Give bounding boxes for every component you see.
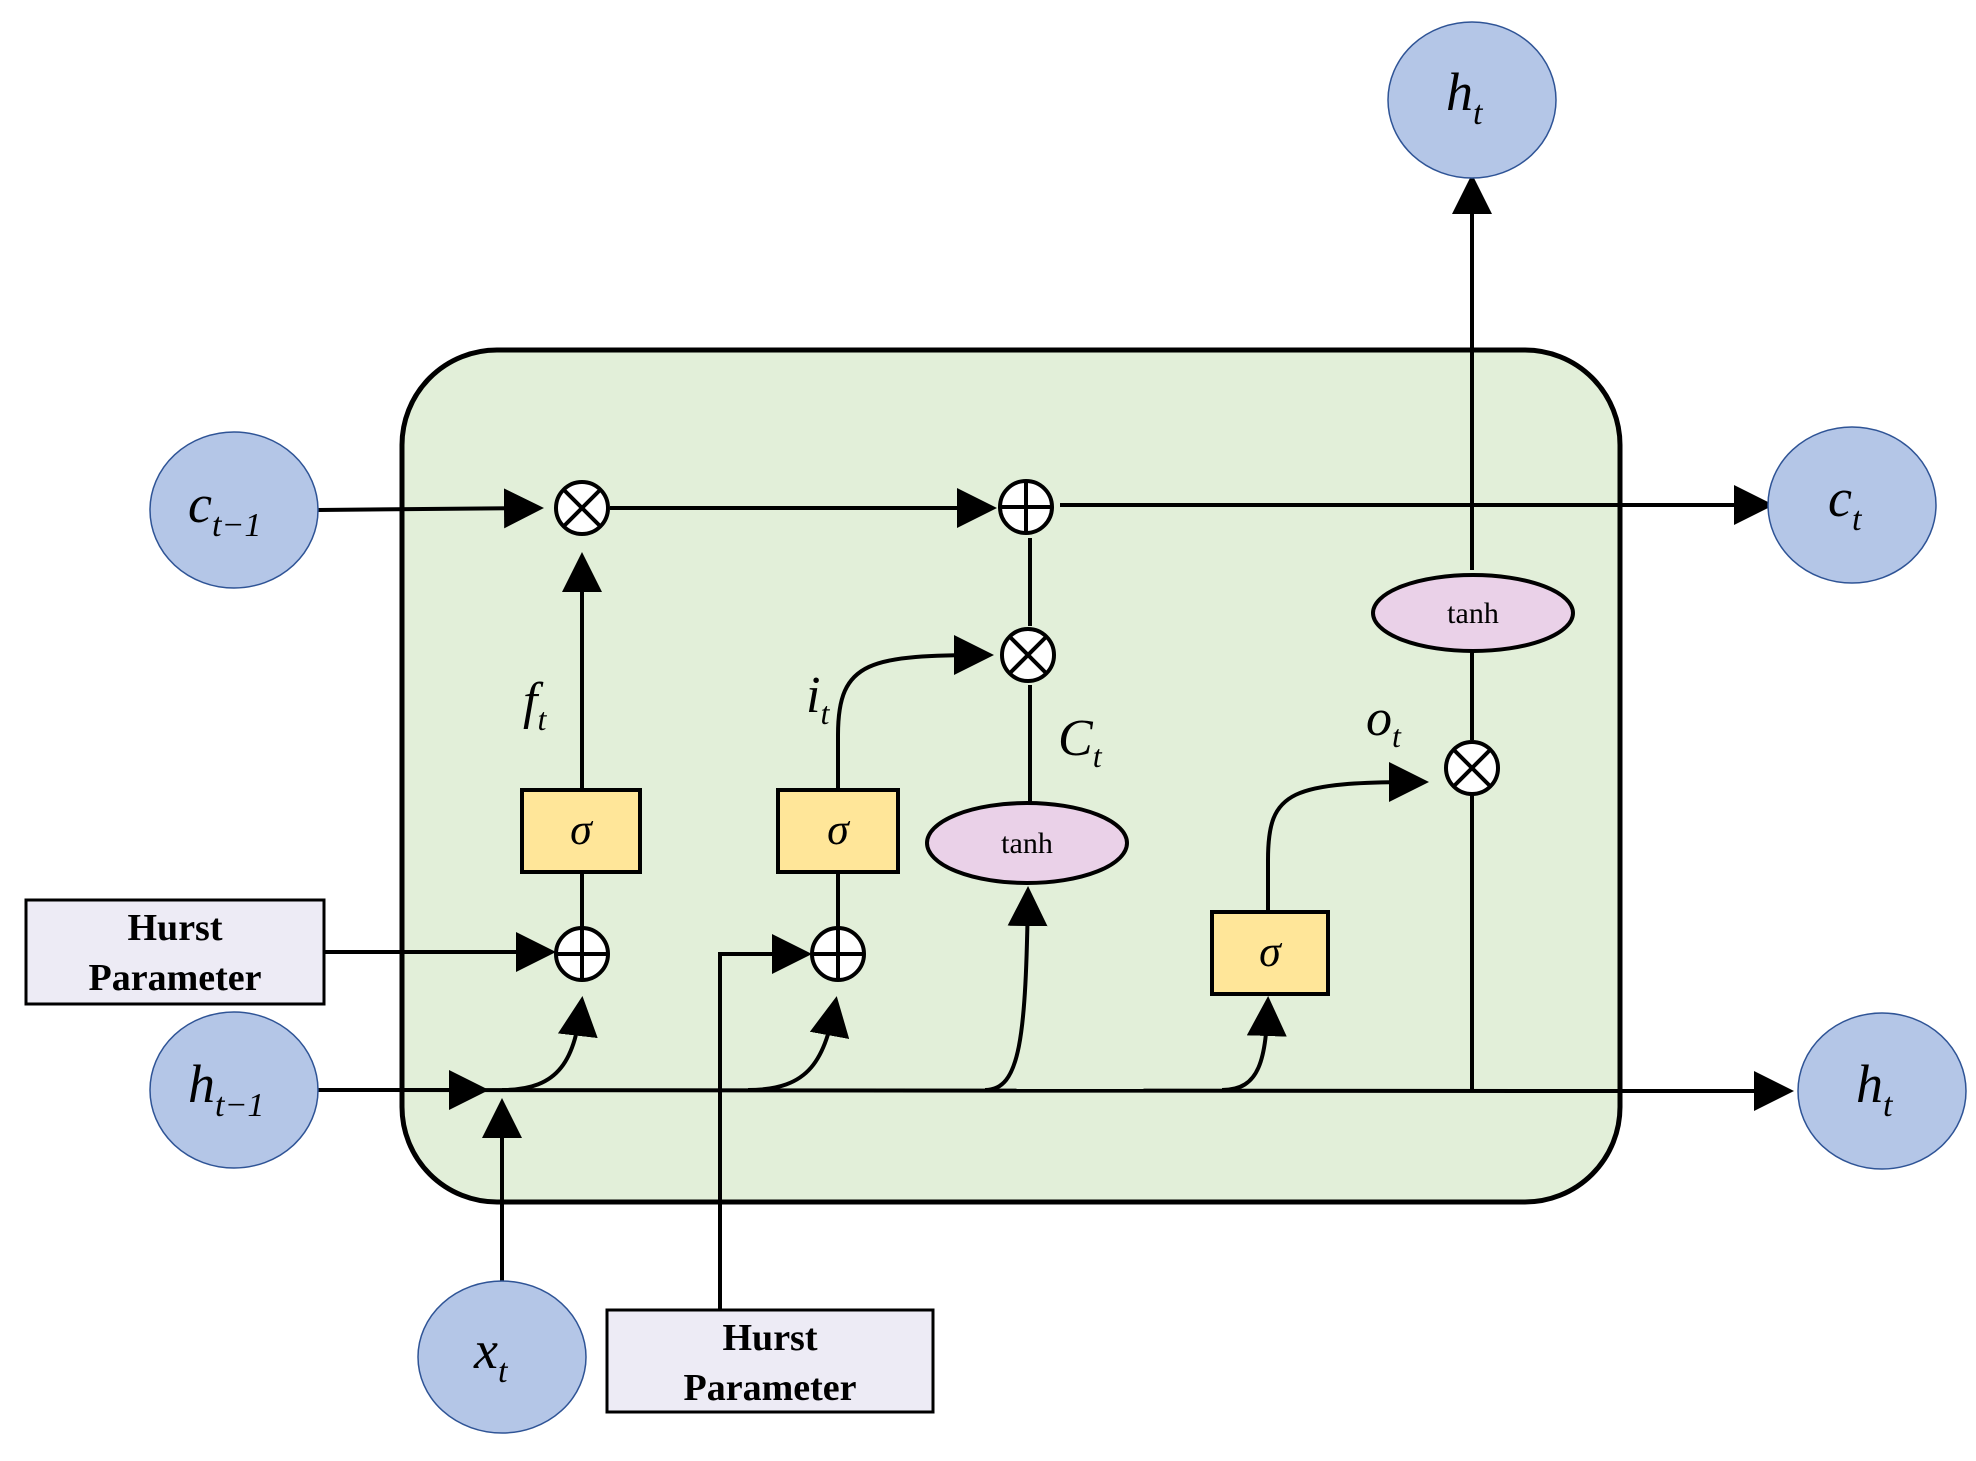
svg-text:ht: ht xyxy=(1856,1054,1894,1124)
line-input-sigma-to-mul xyxy=(836,635,994,790)
label-o-t: ot xyxy=(1366,690,1402,754)
svg-text:ct−1: ct−1 xyxy=(188,474,261,544)
hurst-left-line2: Parameter xyxy=(89,957,262,999)
node-h-out: ht xyxy=(1797,1012,1967,1170)
output-multiply-icon xyxy=(1444,740,1500,796)
candidate-tanh-label: tanh xyxy=(1001,827,1053,860)
forget-multiply-icon xyxy=(554,480,610,536)
line-cprev-to-mul xyxy=(317,488,544,529)
cell-add-icon xyxy=(998,479,1054,535)
label-i-t: it xyxy=(806,667,830,731)
svg-text:ct: ct xyxy=(1828,468,1863,538)
output-tanh-label: tanh xyxy=(1447,597,1499,630)
curve-to-input-plus xyxy=(747,996,850,1092)
candidate-tanh: tanh xyxy=(925,801,1129,885)
node-h-prev: ht−1 xyxy=(149,1011,319,1169)
hurst-bottom-line2: Parameter xyxy=(684,1367,857,1409)
hurst-box-left: Hurst Parameter xyxy=(24,898,326,1006)
forget-add-icon xyxy=(554,926,610,982)
curve-to-candidate-tanh xyxy=(984,886,1048,1092)
input-sigma-label: σ xyxy=(827,805,851,854)
hurst-left-line1: Hurst xyxy=(128,907,223,949)
input-add-icon xyxy=(810,926,866,982)
hurst-box-bottom: Hurst Parameter xyxy=(605,1308,935,1414)
forget-sigma-gate: σ xyxy=(520,788,642,874)
line-hprev-main xyxy=(317,1088,1521,1093)
curve-to-forget-plus xyxy=(501,996,598,1092)
node-x-t: xt xyxy=(417,1280,587,1434)
output-tanh: tanh xyxy=(1371,573,1575,653)
svg-text:xt: xt xyxy=(473,1320,509,1390)
output-sigma-gate: σ xyxy=(1210,910,1330,996)
curve-output-sigma-to-mul xyxy=(1266,762,1429,912)
svg-text:ht: ht xyxy=(1446,62,1484,132)
svg-text:ht−1: ht−1 xyxy=(188,1054,264,1124)
input-multiply-icon xyxy=(1000,627,1056,683)
input-sigma-gate: σ xyxy=(776,788,900,874)
output-sigma-label: σ xyxy=(1259,927,1283,976)
label-C-t: Ct xyxy=(1058,710,1103,774)
line-hurst-bottom-to-plus xyxy=(718,934,812,1310)
forget-sigma-label: σ xyxy=(570,805,594,854)
node-c-prev: ct−1 xyxy=(149,431,319,589)
node-c-out: ct xyxy=(1767,426,1937,584)
curve-to-output-sigma xyxy=(1221,996,1287,1092)
node-h-top: ht xyxy=(1387,21,1557,179)
hurst-bottom-line1: Hurst xyxy=(723,1317,818,1359)
